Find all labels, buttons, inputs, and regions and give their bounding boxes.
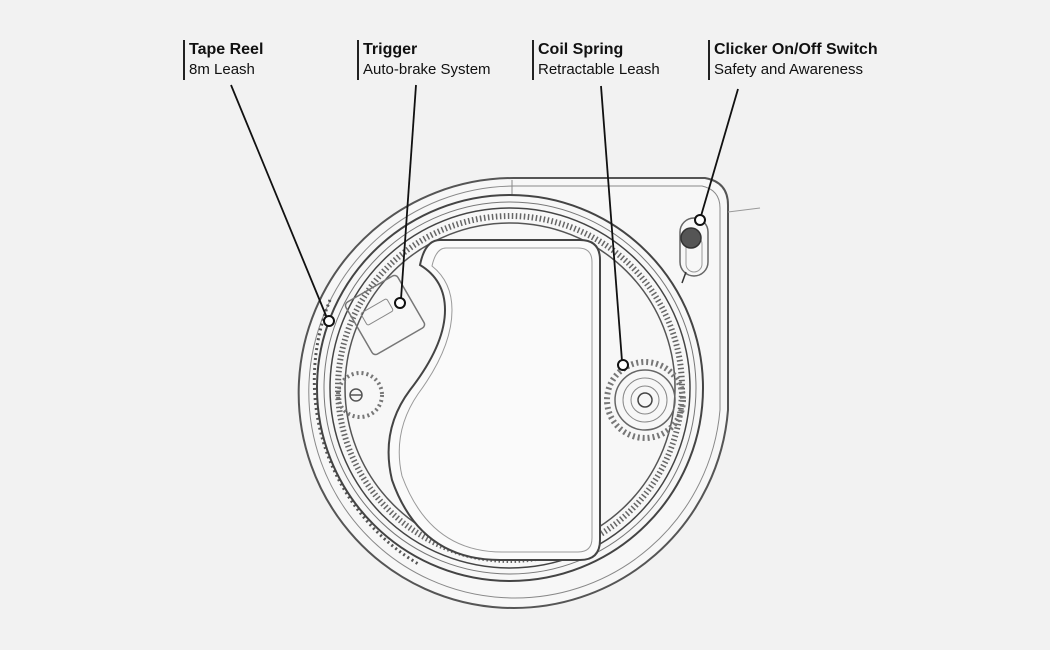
housing-inner-outline (308, 185, 721, 599)
callout-subtitle: Safety and Awareness (714, 61, 863, 78)
leader-line-tape-reel (230, 84, 328, 319)
small-gear (336, 371, 384, 419)
callout-title: Coil Spring (538, 41, 624, 58)
reel-ring-3 (329, 207, 691, 569)
callout-title: Tape Reel (189, 41, 264, 58)
marker-coil-spring (617, 359, 629, 371)
trigger-body (344, 274, 426, 356)
coil-gear-hub (637, 392, 653, 408)
callout-clicker-switch: Clicker On/Off Switch Safety and Awarene… (708, 40, 878, 80)
callout-title: Trigger (363, 41, 418, 58)
callout-coil-spring: Coil Spring Retractable Leash (532, 40, 660, 80)
callout-title: Clicker On/Off Switch (714, 41, 878, 58)
coil-gear-teeth (604, 359, 686, 441)
clicker-tick (681, 271, 687, 284)
reel-ring-2 (323, 201, 697, 575)
marker-clicker (694, 214, 706, 226)
clicker-slot (679, 217, 709, 277)
callout-subtitle: Retractable Leash (538, 61, 660, 78)
clicker-button (680, 227, 702, 249)
housing-texture (312, 299, 421, 567)
leader-line-coil-spring (600, 85, 623, 362)
callout-tape-reel: Tape Reel 8m Leash (183, 40, 263, 80)
coil-gear-ring-2 (622, 377, 668, 423)
marker-tape-reel (323, 315, 335, 327)
leader-line-clicker (700, 88, 739, 217)
leader-line-trigger (400, 84, 417, 300)
coil-gear-ring (614, 369, 676, 431)
coil-gear-ring-3 (630, 385, 660, 415)
reel-window-inner (398, 247, 593, 553)
callout-subtitle: 8m Leash (189, 61, 255, 78)
callout-subtitle: Auto-brake System (363, 61, 491, 78)
reel-window (387, 239, 601, 561)
trigger-slot (360, 298, 394, 326)
callout-trigger: Trigger Auto-brake System (357, 40, 491, 80)
cord-line (727, 207, 761, 213)
marker-trigger (394, 297, 406, 309)
reel-ring-outer (316, 194, 704, 582)
